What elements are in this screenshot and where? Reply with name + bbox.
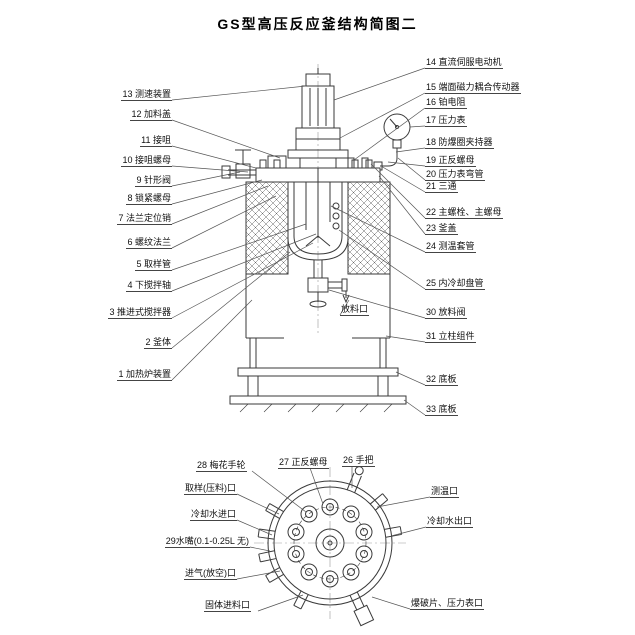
label-10-nozzle-nut: 10 接咀螺母 <box>121 155 172 167</box>
label-29-water-nozzle: 29水嘴(0.1-0.25L 无) <box>164 536 250 548</box>
label-24-thermowell: 24 测温套管 <box>425 241 476 253</box>
label-27-reverse-nut: 27 正反螺母 <box>278 457 329 469</box>
label-20-gauge-bend-pipe: 20 压力表弯管 <box>425 169 485 181</box>
label-5-sampling-tube: 5 取样管 <box>135 259 172 271</box>
label-4-lower-shaft: 4 下搅拌轴 <box>126 280 172 292</box>
label-15-magnetic-coupling: 15 端面磁力耦合传动器 <box>425 82 521 94</box>
label-cooling-water-in: 冷却水进口 <box>189 509 237 521</box>
label-19-reverse-nut: 19 正反螺母 <box>425 155 476 167</box>
label-7-flange-pin: 7 法兰定位销 <box>117 213 172 225</box>
label-discharge-port: 放料口 <box>340 304 370 316</box>
label-32-base-plate: 32 底板 <box>425 374 458 386</box>
label-28-plum-handwheel: 28 梅花手轮 <box>196 460 247 472</box>
label-31-column-assembly: 31 立柱组件 <box>425 331 476 343</box>
label-3-propeller-stirrer: 3 推进式搅拌器 <box>108 307 172 319</box>
label-33-base-plate: 33 底板 <box>425 404 458 416</box>
label-9-needle-valve: 9 针形阀 <box>135 175 172 187</box>
label-12-feed-cover: 12 加料盖 <box>130 109 172 121</box>
label-25-cooling-coil: 25 内冷却盘管 <box>425 278 485 290</box>
label-6-threaded-flange: 6 螺纹法兰 <box>126 237 172 249</box>
main-view-artwork <box>221 64 411 413</box>
top-view-artwork <box>254 466 406 627</box>
label-21-tee: 21 三通 <box>425 181 458 193</box>
label-1-heating-furnace: 1 加热炉装置 <box>117 369 172 381</box>
label-16-pt-resistance: 16 铂电阻 <box>425 97 467 109</box>
label-17-pressure-gauge: 17 压力表 <box>425 115 467 127</box>
label-26-handle: 26 手把 <box>342 455 375 467</box>
label-8-lock-nut: 8 锁紧螺母 <box>126 193 172 205</box>
label-23-kettle-cover: 23 釜盖 <box>425 223 458 235</box>
label-18-burst-ring-holder: 18 防爆圈夹持器 <box>425 137 494 149</box>
label-gas-vent-port: 进气(放空)口 <box>184 568 237 580</box>
label-temperature-port: 测温口 <box>430 486 460 498</box>
label-2-kettle-body: 2 釜体 <box>144 337 172 349</box>
label-30-discharge-valve: 30 放料阀 <box>425 307 467 319</box>
label-cooling-water-out: 冷却水出口 <box>426 516 474 528</box>
label-22-main-bolt-nut: 22 主螺栓、主螺母 <box>425 207 503 219</box>
label-11-nozzle: 11 接咀 <box>140 135 172 147</box>
diagram-title: GS型高压反应釜结构简图二 <box>217 16 418 32</box>
label-sampling-port: 取样(压料)口 <box>184 483 237 495</box>
label-14-servo-motor: 14 直流伺服电动机 <box>425 57 503 69</box>
leader-lines <box>171 67 431 612</box>
label-13-speed-device: 13 测速装置 <box>121 89 172 101</box>
label-rupture-disc-port: 爆破片、压力表口 <box>410 598 485 610</box>
label-solid-feed-port: 固体进料口 <box>204 600 252 612</box>
